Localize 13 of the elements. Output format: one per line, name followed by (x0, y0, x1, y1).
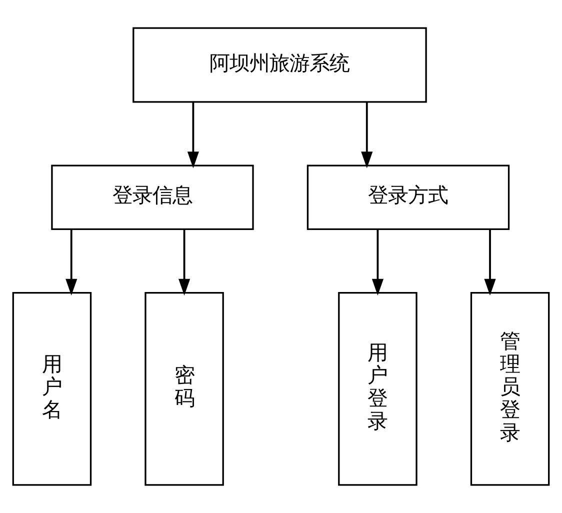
node-box: 阿坝州旅游系统 (132, 27, 427, 103)
arrow (178, 229, 190, 296)
node-box: 管理员登录 (470, 292, 550, 486)
node-box: 登录方式 (306, 164, 510, 230)
arrow (484, 229, 496, 296)
node-box: 用户登录 (338, 292, 418, 486)
arrow (187, 102, 199, 168)
arrow (372, 229, 384, 296)
arrow (361, 102, 373, 168)
node-box: 用户名 (12, 292, 92, 486)
arrow (66, 229, 78, 296)
node-box: 密码 (144, 292, 224, 486)
node-box: 登录信息 (51, 164, 254, 230)
